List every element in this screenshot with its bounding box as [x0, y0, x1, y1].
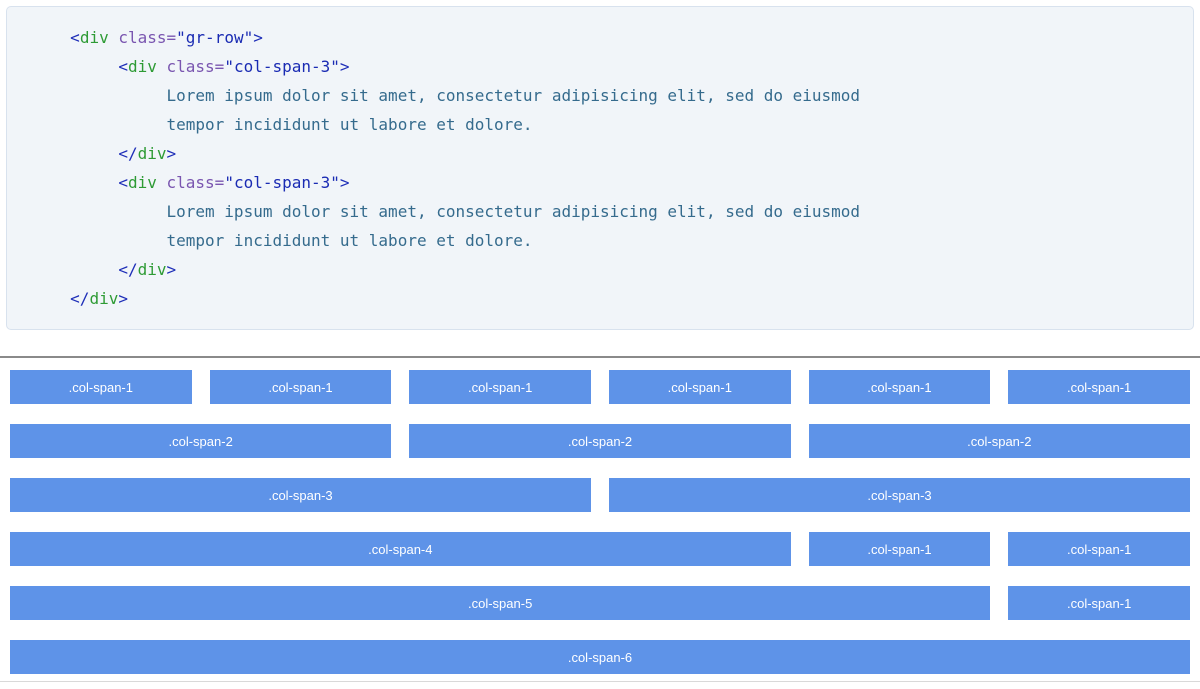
- code-line: </div>: [22, 284, 1178, 313]
- code-token: div: [127, 173, 157, 192]
- code-token: class=: [118, 28, 177, 47]
- code-sample-panel: <div class="gr-row"> <div class="col-spa…: [6, 6, 1194, 330]
- code-line: tempor incididunt ut labore et dolore.: [22, 110, 1178, 139]
- grid-row: .col-span-3 .col-span-3: [10, 478, 1190, 512]
- grid-box-span-1: .col-span-1: [608, 370, 791, 404]
- code-token: tempor incididunt ut labore et dolore.: [166, 231, 533, 250]
- code-line: </div>: [22, 139, 1178, 168]
- code-token: Lorem ipsum dolor sit amet, consectetur …: [166, 202, 861, 221]
- grid-demo: .col-span-1.col-span-1.col-span-1.col-sp…: [10, 370, 1190, 674]
- code-token: >: [339, 57, 350, 76]
- code-token: >: [253, 28, 263, 47]
- code-token: >: [166, 260, 177, 279]
- grid-box-span-1: .col-span-1: [10, 370, 192, 404]
- code-token: >: [166, 144, 177, 163]
- code-token: <: [70, 28, 80, 47]
- code-token: </: [118, 260, 138, 279]
- code-token: <: [118, 173, 128, 192]
- code-line: <div class="col-span-3">: [22, 168, 1178, 197]
- grid-box-span-1: .col-span-1: [1008, 532, 1190, 566]
- code-block: <div class="gr-row"> <div class="col-spa…: [22, 23, 1178, 313]
- grid-row: .col-span-5 .col-span-1: [10, 586, 1190, 620]
- code-token: class=: [166, 57, 225, 76]
- code-token: [157, 57, 167, 76]
- section-divider: [0, 356, 1200, 358]
- grid-box-span-2: .col-span-2: [409, 424, 791, 458]
- grid-box-span-1: .col-span-1: [409, 370, 591, 404]
- code-token: [109, 28, 119, 47]
- code-token: </: [70, 289, 90, 308]
- code-token: >: [339, 173, 350, 192]
- grid-box-span-1: .col-span-1: [209, 370, 392, 404]
- grid-row: .col-span-1 .col-span-1 .col-span-1 .col-sp…: [10, 370, 1190, 404]
- grid-box-span-2: .col-span-2: [10, 424, 392, 458]
- code-token: >: [118, 289, 128, 308]
- grid-box-span-1: .col-span-1: [808, 370, 991, 404]
- grid-box-span-3: .col-span-3: [609, 478, 1190, 512]
- code-token: class=: [166, 173, 225, 192]
- code-token: div: [137, 144, 167, 163]
- grid-row: .col-span-2 .col-span-2 .col-span-2: [10, 424, 1190, 458]
- code-token: "gr-row": [176, 28, 254, 47]
- code-token: Lorem ipsum dolor sit amet, consectetur …: [166, 86, 861, 105]
- code-token: tempor incididunt ut labore et dolore.: [166, 115, 533, 134]
- code-token: div: [127, 57, 157, 76]
- grid-box-span-2: .col-span-2: [808, 424, 1190, 458]
- code-line: tempor incididunt ut labore et dolore.: [22, 226, 1178, 255]
- code-token: </: [118, 144, 138, 163]
- code-token: <: [118, 57, 128, 76]
- code-token: "col-span-3": [224, 57, 340, 76]
- grid-box-span-6: .col-span-6: [10, 640, 1190, 674]
- code-token: div: [79, 28, 109, 47]
- code-line: Lorem ipsum dolor sit amet, consectetur …: [22, 81, 1178, 110]
- code-token: [157, 173, 167, 192]
- code-token: "col-span-3": [224, 173, 340, 192]
- grid-box-span-1: .col-span-1: [808, 532, 991, 566]
- code-token: div: [89, 289, 119, 308]
- grid-box-span-3: .col-span-3: [10, 478, 591, 512]
- grid-row: .col-span-6: [10, 640, 1190, 674]
- grid-box-span-1: .col-span-1: [1008, 370, 1190, 404]
- grid-row: .col-span-4 .col-span-1 .col-span-1: [10, 532, 1190, 566]
- code-line: <div class="gr-row">: [22, 23, 1178, 52]
- grid-box-span-4: .col-span-4: [10, 532, 791, 566]
- code-line: Lorem ipsum dolor sit amet, consectetur …: [22, 197, 1178, 226]
- code-token: div: [137, 260, 167, 279]
- code-line: <div class="col-span-3">: [22, 52, 1178, 81]
- bottom-border: [0, 681, 1200, 682]
- grid-box-span-1: .col-span-1: [1008, 586, 1190, 620]
- grid-box-span-5: .col-span-5: [10, 586, 991, 620]
- code-line: </div>: [22, 255, 1178, 284]
